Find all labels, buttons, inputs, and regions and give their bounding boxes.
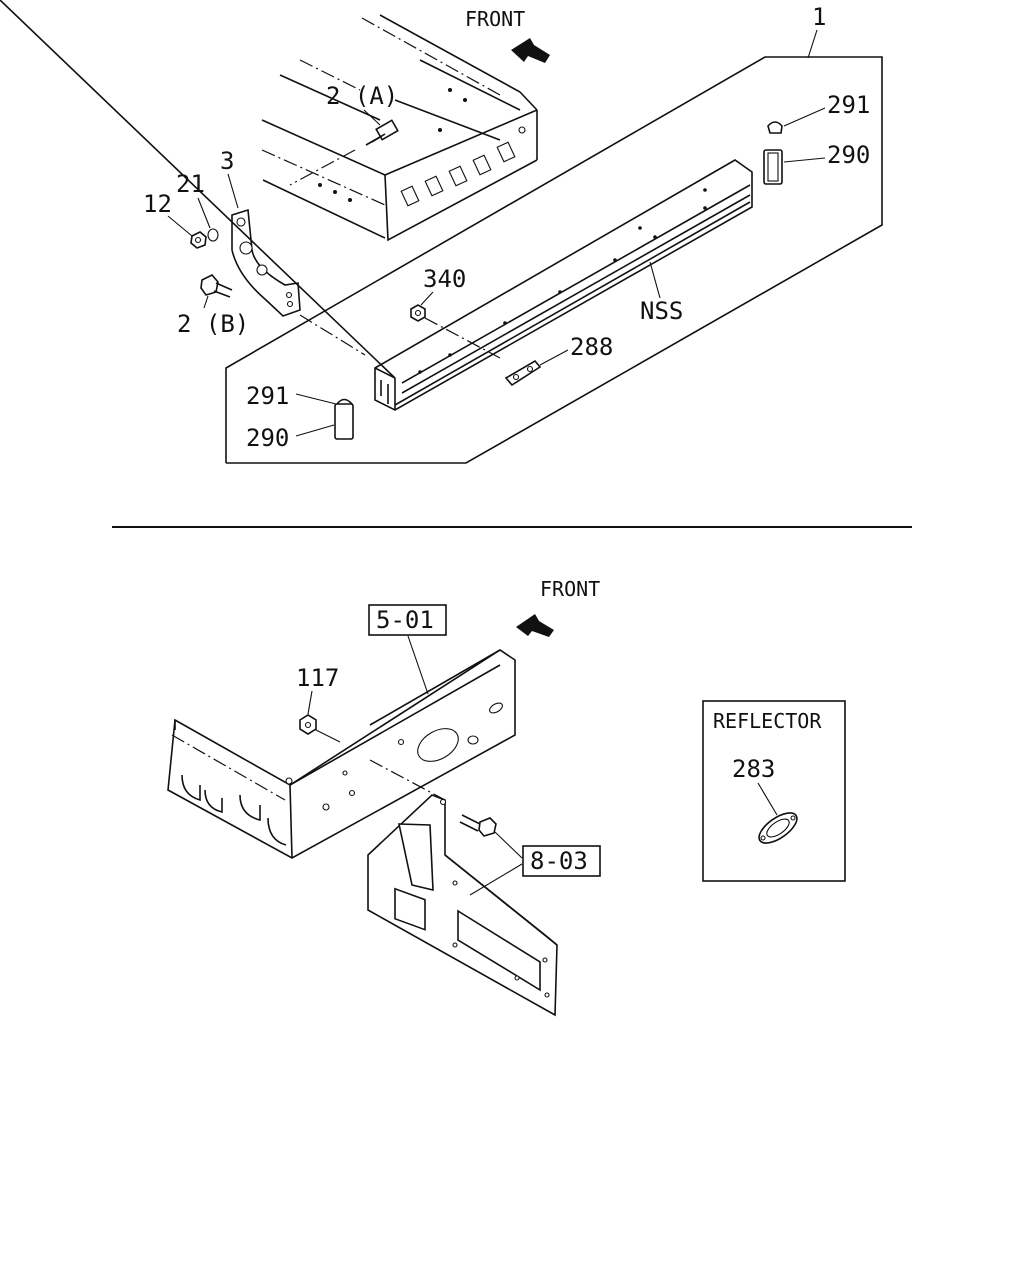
leader-nss (649, 261, 661, 299)
callout-21: 21 (176, 170, 205, 198)
nut-12 (190, 231, 207, 249)
callout-2b: 2 (B) (177, 310, 249, 338)
assembly-outline (225, 56, 883, 464)
bracket-3 (231, 208, 366, 356)
side-guard-rail (0, 0, 753, 411)
leader-290-rear (783, 157, 826, 163)
callout-340: 340 (423, 265, 466, 293)
leader-283 (757, 782, 778, 816)
leader-2a (363, 109, 381, 126)
reflector-box: REFLECTOR 283 (702, 700, 846, 882)
callout-291-front: 291 (246, 382, 289, 410)
ref-box-5-01 (368, 604, 447, 636)
reflector-283 (758, 812, 798, 844)
leader-12 (167, 215, 193, 237)
bolt-8-03 (459, 814, 497, 837)
leader-291-rear (783, 107, 826, 127)
front-arrow-icon (516, 614, 554, 637)
leader-340 (420, 291, 434, 306)
lower-bracket (367, 794, 558, 1017)
leader-21 (197, 197, 211, 229)
cap-290-rear (763, 149, 783, 185)
callout-290-front: 290 (246, 424, 289, 452)
cap-290-front (334, 403, 354, 440)
bolt-2a (289, 119, 399, 186)
leader-3 (227, 173, 239, 209)
reflector-title: REFLECTOR (713, 709, 822, 733)
top-view: FRONT 1 (0, 0, 883, 464)
bottom-view: FRONT 5-01 (167, 577, 846, 1017)
callout-290-rear: 290 (827, 141, 870, 169)
leader-1 (807, 29, 818, 59)
callout-2a: 2 (A) (326, 82, 398, 110)
callout-1: 1 (812, 3, 826, 31)
mount-line (369, 759, 446, 801)
nut-340 (410, 304, 501, 359)
leader-8-03-b (469, 863, 523, 896)
chassis-frame (167, 649, 516, 859)
plug-291-rear (767, 121, 783, 134)
ref-8-03: 8-03 (530, 847, 588, 875)
nut-117 (299, 714, 341, 743)
front-label-bottom: FRONT (540, 577, 600, 601)
front-label-top: FRONT (465, 7, 525, 31)
bolt-2b (200, 274, 233, 298)
vehicle-frame (261, 14, 538, 242)
ref-5-01: 5-01 (376, 606, 434, 634)
leader-288 (539, 349, 569, 366)
ref-box-8-03 (522, 845, 601, 877)
leader-117 (307, 690, 313, 715)
callout-291-rear: 291 (827, 91, 870, 119)
leader-291-front (295, 393, 337, 405)
leader-2b (203, 295, 209, 309)
callout-3: 3 (220, 147, 234, 175)
leader-290-front (295, 424, 335, 437)
leader-8-03-a (494, 831, 523, 859)
front-arrow-icon (511, 38, 550, 63)
callout-288: 288 (570, 333, 613, 361)
callout-117: 117 (296, 664, 339, 692)
callout-283: 283 (732, 755, 775, 783)
callout-12: 12 (143, 190, 172, 218)
washer-21 (207, 228, 219, 242)
leader-5-01 (407, 635, 429, 695)
callout-nss: NSS (640, 297, 683, 325)
plate-288 (504, 359, 542, 387)
